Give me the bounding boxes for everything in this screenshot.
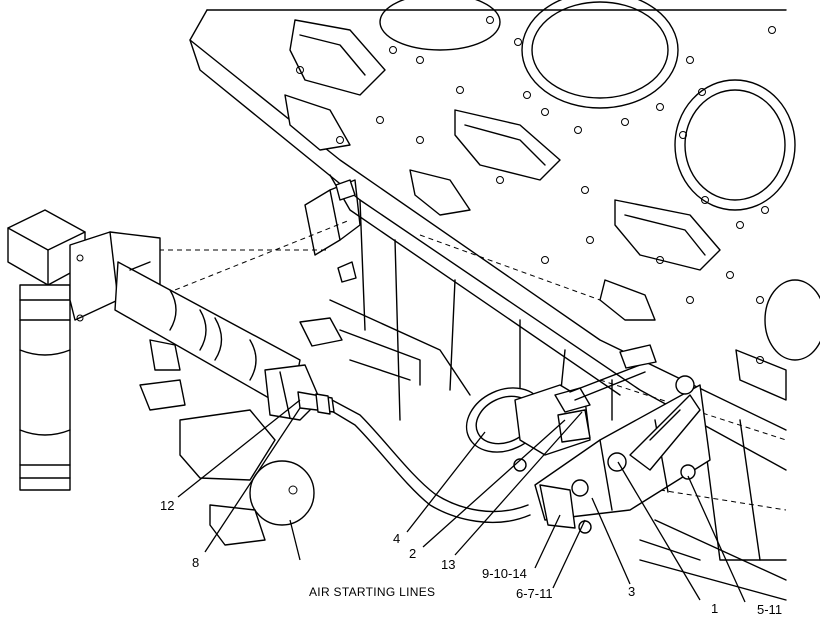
- air-hose-line: [297, 391, 531, 524]
- caption-air-starting-lines: AIR STARTING LINES: [309, 585, 435, 599]
- block-bolt-holes: [296, 16, 776, 364]
- callout-8: 8: [192, 555, 199, 570]
- callout-9-10-14: 9-10-14: [482, 566, 527, 581]
- leader-lines: [177, 399, 746, 603]
- callout-3: 3: [628, 584, 635, 599]
- air-inlet-elbow-and-pipe: [7, 179, 361, 546]
- callout-12: 12: [160, 498, 174, 513]
- callout-4: 4: [393, 531, 400, 546]
- valve-and-bracket-assembly: [465, 344, 711, 534]
- engine-block: [149, 0, 820, 601]
- callout-2: 2: [409, 546, 416, 561]
- callout-13: 13: [441, 557, 455, 572]
- callout-6-7-11: 6-7-11: [516, 586, 553, 601]
- callout-labels: 12 8 4 2 13 9-10-14 6-7-11 3 1 5-11 AIR …: [160, 498, 782, 617]
- callout-1: 1: [711, 601, 718, 616]
- callout-5-11: 5-11: [757, 602, 782, 617]
